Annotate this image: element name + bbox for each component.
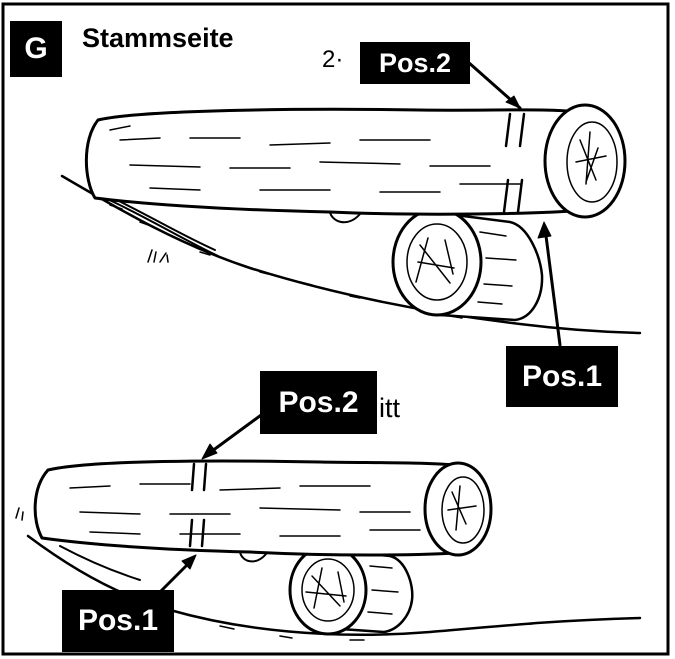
top-pos1-arrowhead	[537, 221, 552, 239]
top-pos1-label: Pos.1	[506, 346, 618, 407]
top-support-log	[391, 207, 544, 322]
bottom-pos2-arrow	[206, 408, 270, 456]
stray-text: itt	[379, 393, 401, 423]
bottom-pos2-band	[190, 462, 208, 492]
top-scene	[60, 60, 642, 347]
bottom-slope-hatch	[219, 623, 533, 641]
bottom-pos1-label: Pos.1	[62, 590, 174, 652]
top-pos1-band	[502, 178, 524, 214]
top-pos2-label: Pos.2	[360, 42, 470, 84]
bottom-branch	[59, 545, 141, 581]
bottom-pos1-band	[188, 518, 206, 548]
stray-text: 2·	[322, 46, 344, 73]
top-pos2-arrowhead	[505, 95, 521, 109]
top-pos2-band	[504, 112, 526, 148]
top-pos1-arrow	[543, 226, 562, 347]
bottom-pos2-label: Pos.2	[260, 371, 377, 434]
bottom-grass-tuft	[15, 507, 24, 521]
bottom-pos1-arrowhead	[181, 554, 197, 570]
bottom-slope-ground-2	[168, 608, 642, 637]
top-main-log	[84, 103, 627, 224]
bottom-main-log	[33, 459, 493, 563]
top-grass-tuft	[147, 249, 169, 263]
bottom-support-log	[288, 544, 414, 636]
bottom-pos2-arrowhead	[201, 443, 218, 460]
section-badge: G	[10, 21, 62, 77]
figure-title: Stammseite	[82, 23, 234, 53]
bottom-scene	[15, 408, 642, 641]
